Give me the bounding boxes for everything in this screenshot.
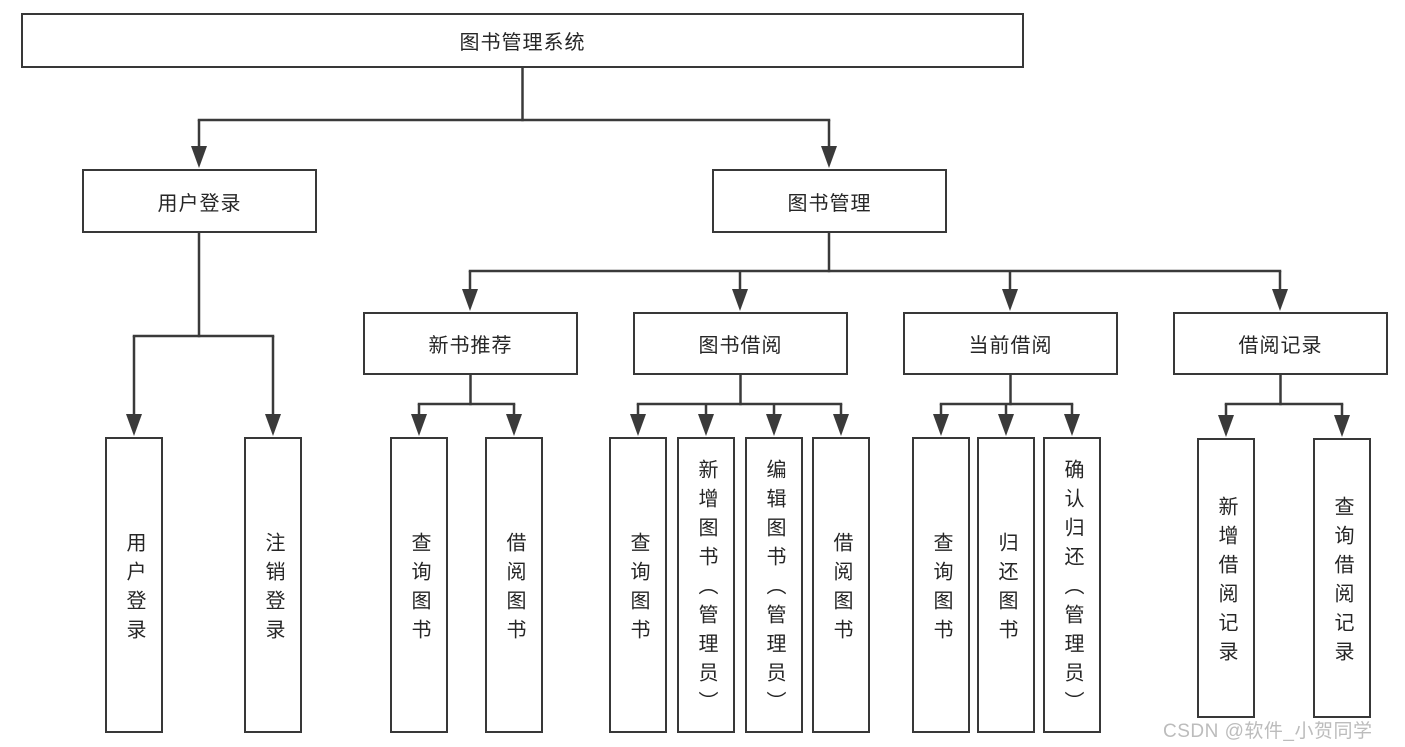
node-label: 图书管理系统 [459, 32, 586, 54]
leaf-query-books-recommend: 查询图书 [390, 437, 448, 733]
node-new-book-recommend: 新书推荐 [363, 312, 578, 375]
node-label: 借阅记录 [1238, 335, 1323, 357]
node-label: 查询借阅记录 [1331, 495, 1353, 670]
node-label: 确认归还（管理员） [1061, 459, 1083, 720]
node-label: 当前借阅 [968, 335, 1053, 357]
node-label: 查询图书 [930, 531, 952, 648]
node-label: 新增图书（管理员） [695, 459, 717, 720]
csdn-watermark: CSDN @软件_小贺同学 [1163, 721, 1373, 742]
node-label: 查询图书 [408, 531, 430, 648]
leaf-add-books-admin: 新增图书（管理员） [677, 437, 735, 733]
node-label: 用户登录 [123, 531, 145, 648]
node-label: 注销登录 [262, 531, 284, 648]
node-book-borrowing: 图书借阅 [633, 312, 848, 375]
leaf-user-login: 用户登录 [105, 437, 163, 733]
node-book-management-branch: 图书管理 [712, 169, 947, 233]
node-label: 归还图书 [995, 531, 1017, 648]
node-label: 查询图书 [627, 531, 649, 648]
node-current-borrowing: 当前借阅 [903, 312, 1118, 375]
node-borrowing-records: 借阅记录 [1173, 312, 1388, 375]
leaf-borrow-books: 借阅图书 [812, 437, 870, 733]
leaf-logout: 注销登录 [244, 437, 302, 733]
node-label: 借阅图书 [830, 531, 852, 648]
leaf-query-books-borrowing: 查询图书 [609, 437, 667, 733]
node-label: 编辑图书（管理员） [763, 459, 785, 720]
node-label: 新书推荐 [428, 335, 513, 357]
node-book-management-system: 图书管理系统 [21, 13, 1024, 68]
leaf-return-books: 归还图书 [977, 437, 1035, 733]
leaf-confirm-return-admin: 确认归还（管理员） [1043, 437, 1101, 733]
node-label: 用户登录 [157, 192, 242, 215]
node-label: 图书管理 [787, 192, 872, 215]
leaf-add-borrow-record: 新增借阅记录 [1197, 438, 1255, 718]
node-label: 借阅图书 [503, 531, 525, 648]
node-label: 新增借阅记录 [1215, 495, 1237, 670]
leaf-query-books-current: 查询图书 [912, 437, 970, 733]
leaf-query-borrow-record: 查询借阅记录 [1313, 438, 1371, 718]
node-user-login-branch: 用户登录 [82, 169, 317, 233]
leaf-edit-books-admin: 编辑图书（管理员） [745, 437, 803, 733]
leaf-borrow-books-recommend: 借阅图书 [485, 437, 543, 733]
node-label: 图书借阅 [698, 335, 783, 357]
